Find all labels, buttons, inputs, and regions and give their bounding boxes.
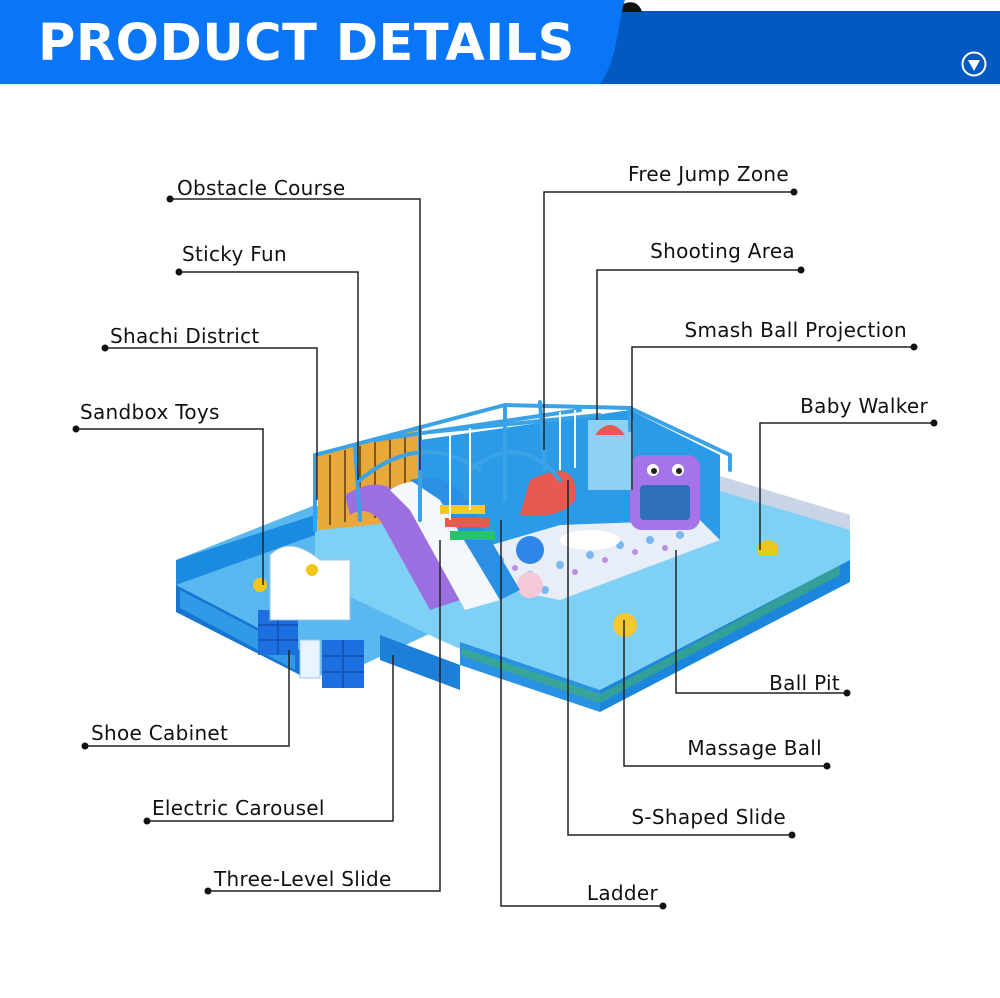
callout-ladder: Ladder [586,881,658,905]
header-banner-shape [0,0,1000,86]
callout-shachi-district: Shachi District [110,324,260,348]
callout-electric-carousel: Electric Carousel [152,796,325,820]
callout-free-jump-zone: Free Jump Zone [627,162,789,186]
circle-down-triangle-icon [961,51,987,77]
callout-three-level-slide: Three-Level Slide [214,867,392,891]
callout-ball-pit: Ball Pit [769,671,840,695]
callout-shooting-area: Shooting Area [650,239,795,263]
callout-sticky-fun: Sticky Fun [182,242,287,266]
callout-sandbox-toys: Sandbox Toys [80,400,220,424]
callout-massage-ball: Massage Ball [687,736,822,760]
page-header: PRODUCT DETAILS [0,0,1000,86]
callout-shoe-cabinet: Shoe Cabinet [91,721,229,745]
callout-smash-ball-projection: Smash Ball Projection [684,318,907,342]
page-title: PRODUCT DETAILS [38,14,575,73]
scroll-down-button[interactable] [961,51,987,77]
callout-s-shaped-slide: S-Shaped Slide [631,805,786,829]
callout-baby-walker: Baby Walker [800,394,928,418]
indoor-playground-image [176,400,850,712]
callout-obstacle-course: Obstacle Course [177,176,346,200]
